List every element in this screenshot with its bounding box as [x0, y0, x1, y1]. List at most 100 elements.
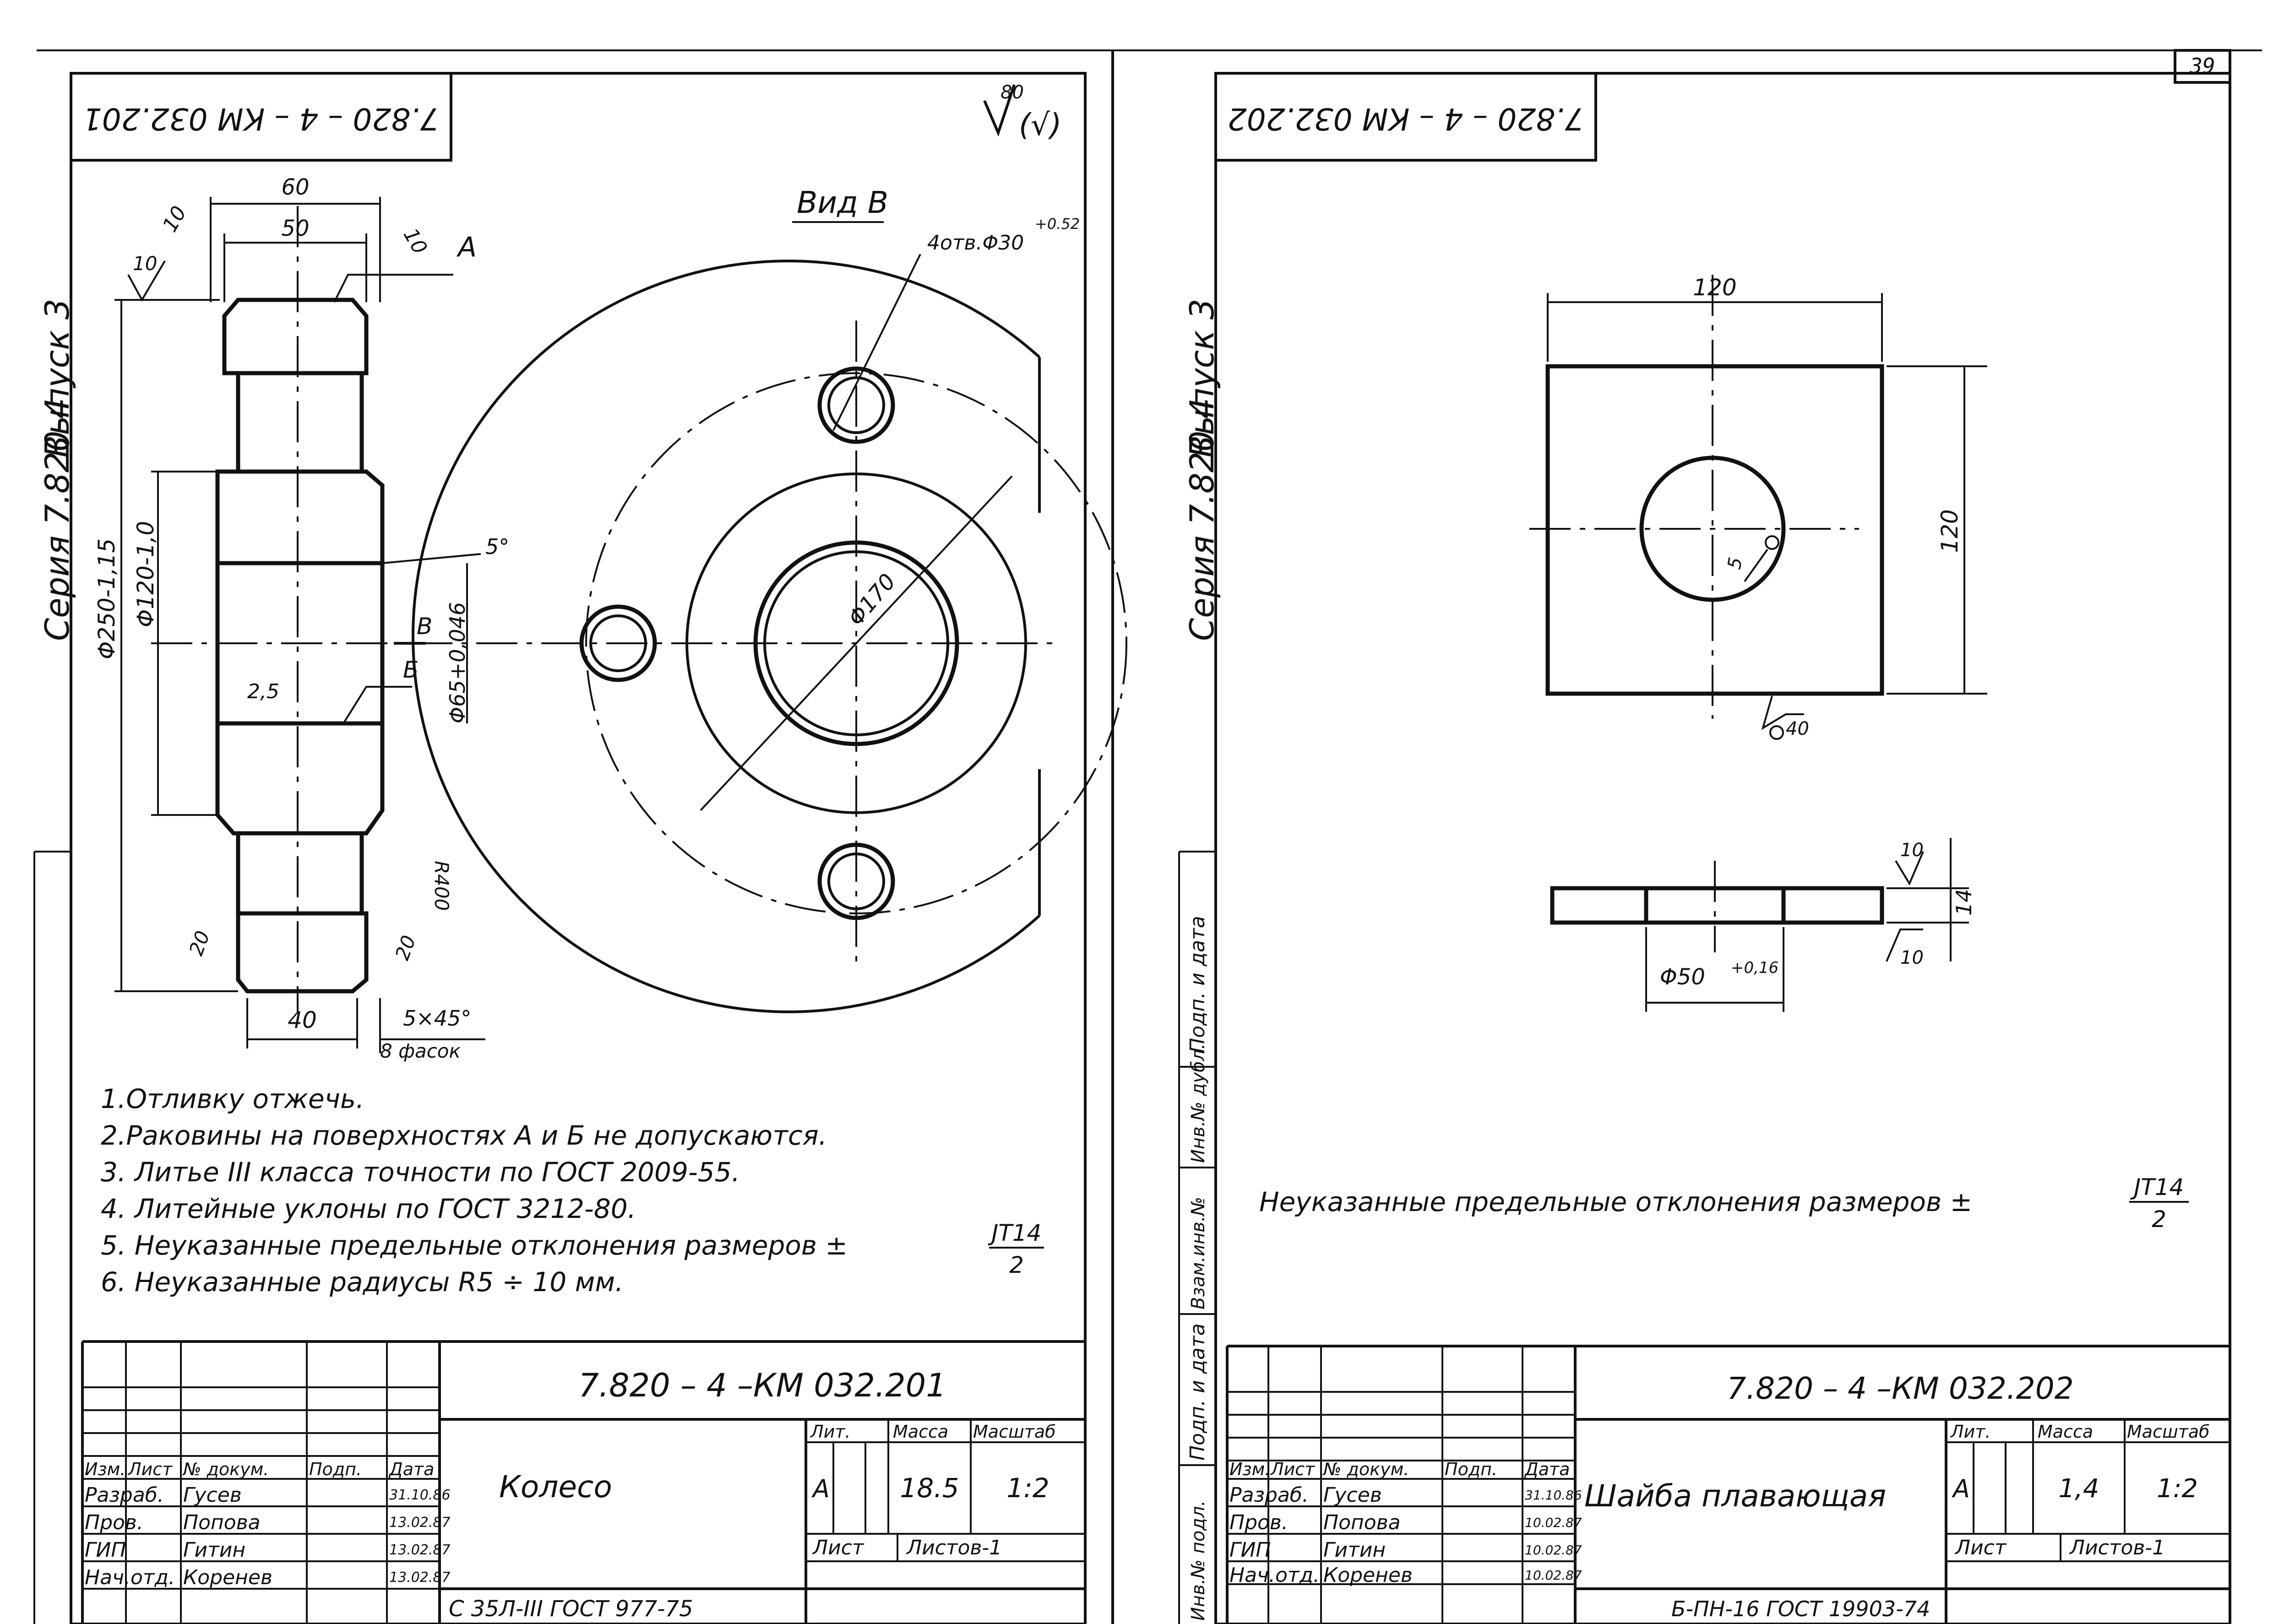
svg-text:10: 10: [1900, 947, 1924, 968]
svg-text:Нач.отд.: Нач.отд.: [85, 1566, 175, 1589]
svg-text:Разраб.: Разраб.: [85, 1483, 164, 1507]
svg-text:Лист: Лист: [812, 1536, 865, 1559]
svg-text:Φ120-1,0: Φ120-1,0: [132, 521, 159, 627]
svg-text:5×45°: 5×45°: [403, 1006, 471, 1031]
svg-text:Взам.инв.№: Взам.инв.№: [1188, 1197, 1209, 1309]
svg-text:31.10.86: 31.10.86: [1525, 1488, 1582, 1503]
svg-text:+0.52: +0.52: [1035, 215, 1080, 233]
svg-text:Инв.№ дубл.: Инв.№ дубл.: [1188, 1043, 1209, 1163]
svg-text:Пров.: Пров.: [85, 1511, 143, 1534]
svg-text:2: 2: [1009, 1252, 1024, 1278]
svg-text:10: 10: [133, 252, 157, 275]
right-sheet: 7.820 – 4 – КМ 032.202 Серия 7.820-4 Вып…: [1178, 72, 2231, 1624]
svg-text:Лист: Лист: [127, 1459, 173, 1479]
left-sheet: 7.820 – 4 – КМ 032.201 80 (√) Серия 7.82…: [33, 72, 1127, 1624]
svg-text:120: 120: [1693, 274, 1736, 301]
svg-text:1:2: 1:2: [2157, 1474, 2198, 1504]
svg-text:Пров.: Пров.: [1229, 1511, 1288, 1534]
svg-text:Лит.: Лит.: [1950, 1422, 1991, 1442]
svg-text:7.820 – 4 –КМ 032.202: 7.820 – 4 –КМ 032.202: [1727, 1371, 2074, 1406]
svg-text:10: 10: [158, 202, 191, 236]
svg-text:Гусев: Гусев: [1323, 1483, 1382, 1507]
svg-text:20: 20: [185, 928, 214, 958]
svg-text:(√): (√): [1019, 107, 1062, 142]
svg-text:Масса: Масса: [893, 1422, 948, 1442]
svg-text:Листов-1: Листов-1: [2069, 1536, 2165, 1559]
svg-text:10: 10: [398, 224, 431, 258]
washer-plan-view: 120 120 5 40: [1529, 274, 1987, 740]
svg-text:1,4: 1,4: [2058, 1474, 2099, 1504]
svg-text:+0,16: +0,16: [1731, 959, 1778, 977]
svg-text:Φ170: Φ170: [843, 569, 901, 631]
title-block: 7.820 – 4 –КМ 032.201 Колесо Изм. Лист №…: [81, 1340, 1085, 1624]
series-label: Серия 7.820-4: [38, 398, 76, 641]
svg-text:31.10.86: 31.10.86: [389, 1487, 451, 1503]
roughness-sign: 80 (√): [983, 82, 1062, 142]
svg-text:Масштаб: Масштаб: [2127, 1422, 2210, 1442]
svg-text:4. Литейные уклоны по ГОСТ 321: 4. Литейные уклоны по ГОСТ 3212-80.: [101, 1193, 636, 1224]
svg-text:2: 2: [2152, 1206, 2166, 1233]
svg-text:Гитин: Гитин: [1323, 1538, 1386, 1562]
svg-text:Масштаб: Масштаб: [973, 1422, 1056, 1442]
svg-text:№ докум.: № докум.: [1322, 1459, 1409, 1479]
svg-text:А: А: [456, 231, 477, 263]
svg-text:50: 50: [281, 216, 309, 241]
notes: 1.Отливку отжечь. 2.Раковины на поверхно…: [101, 1083, 1044, 1298]
svg-text:№ докум.: № докум.: [182, 1459, 269, 1479]
svg-text:13.02.87: 13.02.87: [389, 1570, 451, 1586]
svg-text:ГИП: ГИП: [85, 1538, 126, 1562]
svg-text:Φ65+0,046: Φ65+0,046: [445, 602, 470, 723]
svg-text:13.02.87: 13.02.87: [389, 1515, 451, 1531]
svg-text:20: 20: [391, 932, 420, 963]
svg-text:4отв.Φ30: 4отв.Φ30: [927, 231, 1024, 255]
svg-text:10.02.87: 10.02.87: [1525, 1568, 1582, 1583]
svg-text:80: 80: [1001, 82, 1024, 103]
svg-text:40: 40: [1786, 718, 1809, 739]
svg-text:2,5: 2,5: [247, 680, 279, 703]
svg-text:Лист: Лист: [1270, 1459, 1316, 1479]
svg-text:Лит.: Лит.: [810, 1422, 851, 1442]
svg-text:5: 5: [1724, 556, 1747, 571]
binding-strip: Подп. и дата Инв.№ дубл. Взам.инв.№ Подп…: [1178, 851, 1216, 1624]
svg-text:Гитин: Гитин: [183, 1538, 245, 1562]
svg-text:5°: 5°: [485, 534, 509, 559]
svg-text:Коренев: Коренев: [1323, 1564, 1413, 1587]
svg-text:Нач.отд.: Нач.отд.: [1229, 1564, 1320, 1587]
svg-text:1:2: 1:2: [1006, 1472, 1049, 1504]
right-series-label: Серия 7.820-4: [1183, 398, 1221, 641]
svg-text:А: А: [811, 1474, 830, 1503]
svg-text:Б-ПН-16 ГОСТ 19903-74: Б-ПН-16 ГОСТ 19903-74: [1671, 1597, 1930, 1621]
svg-text:JT14: JT14: [2130, 1174, 2184, 1200]
view-label: Вид В: [797, 185, 888, 220]
svg-text:Дата: Дата: [1524, 1459, 1570, 1479]
svg-text:Изм.: Изм.: [1229, 1459, 1270, 1479]
svg-text:Подп. и дата: Подп. и дата: [1186, 1323, 1209, 1461]
svg-text:3. Литье III класса точности п: 3. Литье III класса точности по ГОСТ 200…: [101, 1157, 740, 1188]
svg-text:Листов-1: Листов-1: [906, 1536, 1002, 1559]
svg-text:R400: R400: [430, 861, 453, 911]
svg-text:Шайба плавающая: Шайба плавающая: [1584, 1478, 1886, 1514]
svg-text:8 фасок: 8 фасок: [380, 1040, 461, 1062]
svg-text:60: 60: [281, 174, 309, 200]
view-v: Вид В Φ170 4отв.Φ30 +0.52: [412, 185, 1127, 1013]
svg-text:ГИП: ГИП: [1229, 1538, 1271, 1562]
svg-text:10: 10: [1900, 840, 1924, 861]
svg-text:40: 40: [288, 1007, 317, 1033]
svg-text:Изм.: Изм.: [85, 1459, 125, 1479]
left-stamp: 7.820 – 4 – КМ 032.201: [83, 101, 440, 136]
right-title-block: 7.820 – 4 –КМ 032.202 Шайба плавающая Из…: [1226, 1345, 2230, 1624]
svg-text:С 35Л-III ГОСТ 977-75: С 35Л-III ГОСТ 977-75: [449, 1596, 693, 1622]
svg-text:А: А: [1952, 1474, 1970, 1503]
wheel-dimensions: 60 50 10 10 10 А Φ250-1,15 Φ120-1,0 5°: [93, 174, 509, 1062]
svg-text:Колесо: Колесо: [499, 1469, 612, 1505]
svg-text:7.820 – 4 –КМ 032.201: 7.820 – 4 –КМ 032.201: [578, 1367, 946, 1404]
svg-text:13.02.87: 13.02.87: [389, 1542, 451, 1558]
svg-text:JT14: JT14: [988, 1220, 1042, 1246]
issue-label: Выпуск 3: [38, 299, 76, 458]
svg-text:Дата: Дата: [388, 1459, 434, 1479]
svg-text:Разраб.: Разраб.: [1229, 1483, 1309, 1507]
svg-text:Гусев: Гусев: [183, 1483, 242, 1507]
svg-text:Неуказанные предельные отклоне: Неуказанные предельные отклонения размер…: [1259, 1186, 1972, 1217]
svg-text:Подп.: Подп.: [1445, 1459, 1497, 1479]
